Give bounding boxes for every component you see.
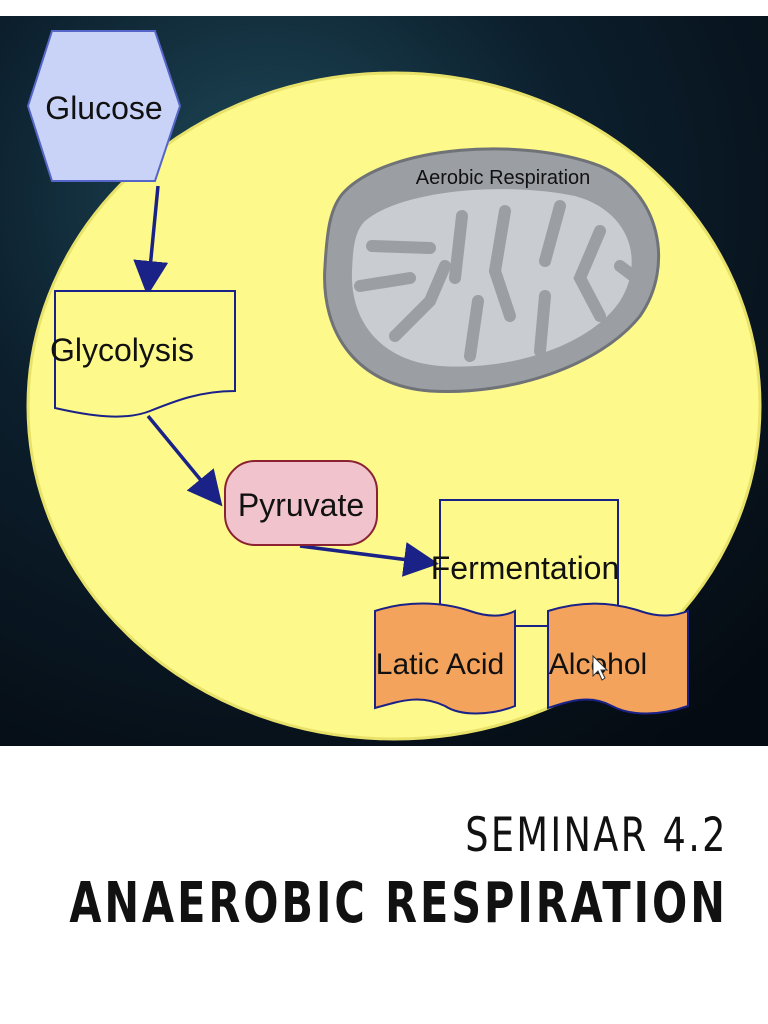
slide-subtitle: SEMINAR 4.2 [465, 808, 728, 863]
glycolysis-node: Glycolysis [50, 290, 236, 418]
mitochondrion: Aerobic Respiration [323, 147, 661, 394]
alcohol-node: Alcohol [547, 602, 689, 715]
diagram-image: Aerobic Respiration Glucose Glycolysis P… [0, 16, 768, 746]
diagram-svg: Aerobic Respiration Glucose Glycolysis P… [0, 16, 768, 746]
slide-title-block: SEMINAR 4.2 ANAEROBIC RESPIRATION [0, 808, 728, 944]
pyruvate-node: Pyruvate [224, 460, 378, 546]
mouse-cursor-icon [592, 654, 609, 681]
arrow-pyruvate-to-fermentation [299, 542, 439, 577]
aerobic-respiration-label: Aerobic Respiration [416, 167, 591, 189]
arrow-glycolysis-to-pyruvate [146, 414, 223, 507]
flow-arrows [133, 185, 439, 577]
glucose-node: Glucose [26, 30, 182, 182]
fermentation-label: Fermentation [431, 550, 620, 586]
glycolysis-label: Glycolysis [50, 332, 194, 368]
lactic-acid-node: Latic Acid [374, 602, 516, 715]
glucose-label: Glucose [45, 90, 162, 126]
arrow-glucose-to-glycolysis [133, 185, 169, 296]
lactic-acid-label: Latic Acid [376, 648, 504, 681]
slide-title: ANAEROBIC RESPIRATION [69, 871, 728, 936]
pyruvate-label: Pyruvate [238, 487, 364, 523]
